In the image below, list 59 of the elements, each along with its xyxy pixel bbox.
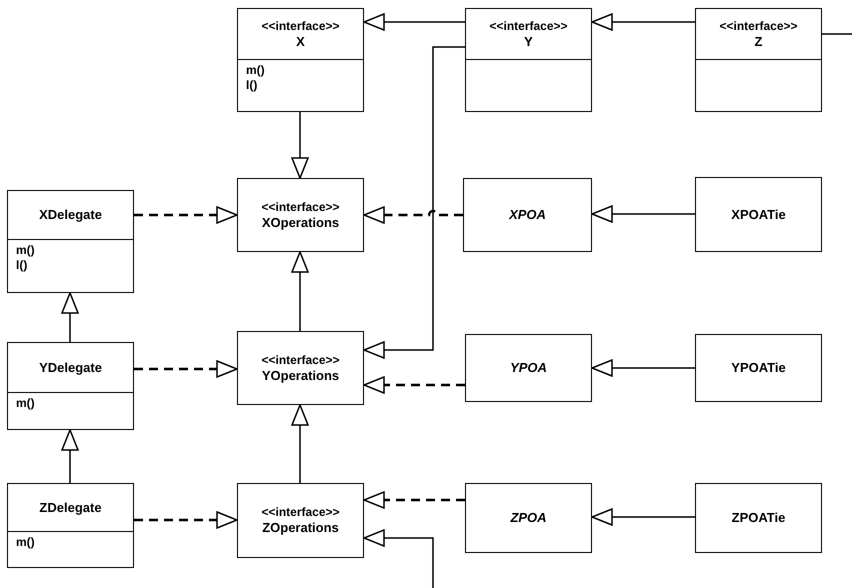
class-name: YDelegate: [39, 360, 102, 376]
realization-arrow: [134, 206, 238, 224]
operation-list: m() l(): [16, 243, 35, 273]
stereotype-label: <<interface>>: [261, 200, 340, 214]
connector-line: [822, 33, 852, 35]
class-box: [465, 483, 592, 553]
class-name: ZDelegate: [39, 500, 102, 516]
interface-box: [465, 8, 592, 112]
realization-arrow: [134, 360, 238, 378]
class-box: [465, 334, 592, 402]
class-box: [463, 178, 592, 252]
interface-box: [237, 8, 364, 112]
interface-box: [237, 483, 364, 558]
class-name: YPOA: [510, 360, 547, 376]
class-name: XOperations: [262, 214, 340, 230]
interface-box: [237, 331, 364, 405]
generalization-arrow: [591, 359, 695, 377]
interface-box: [237, 178, 364, 252]
stereotype-label: <<interface>>: [261, 352, 340, 368]
class-name: ZOperations: [262, 520, 339, 536]
class-name: XPOATie: [731, 206, 786, 222]
generalization-arrow: [591, 508, 695, 526]
class-box: [7, 483, 134, 568]
operation-list: m(): [16, 396, 35, 411]
generalization-arrow: [291, 251, 309, 331]
class-name: XDelegate: [39, 207, 102, 223]
interface-box: [695, 8, 822, 112]
stereotype-label: <<interface>>: [489, 18, 568, 34]
operation-list: m() l(): [246, 63, 265, 93]
generalization-arrow: [363, 13, 465, 31]
class-name: Y: [524, 34, 533, 50]
class-name: X: [296, 34, 305, 50]
realization-arrow: [363, 206, 463, 224]
generalization-arrow: [291, 404, 309, 483]
stereotype-label: <<interface>>: [261, 505, 340, 520]
realization-arrow: [363, 491, 465, 509]
class-name: Z: [754, 34, 762, 50]
generalization-arrow: [363, 46, 465, 359]
stereotype-label: <<interface>>: [719, 18, 798, 34]
operation-list: m(): [16, 535, 35, 550]
realization-arrow: [363, 376, 465, 394]
class-box: [695, 334, 822, 402]
generalization-arrow: [61, 292, 79, 342]
generalization-arrow: [591, 205, 695, 223]
realization-arrow: [134, 511, 238, 529]
class-name: YOperations: [262, 368, 340, 384]
generalization-arrow: [291, 112, 309, 179]
class-box: [7, 190, 134, 293]
class-box: [7, 342, 134, 430]
class-name: ZPOA: [510, 510, 547, 526]
generalization-arrow: [363, 529, 434, 588]
stereotype-label: <<interface>>: [261, 18, 340, 34]
class-name: YPOATie: [731, 360, 786, 376]
class-box: [695, 483, 822, 553]
generalization-arrow: [591, 13, 695, 31]
class-name: ZPOATie: [732, 510, 786, 526]
class-box: [695, 177, 822, 252]
generalization-arrow: [61, 429, 79, 483]
class-name: XPOA: [509, 207, 546, 223]
